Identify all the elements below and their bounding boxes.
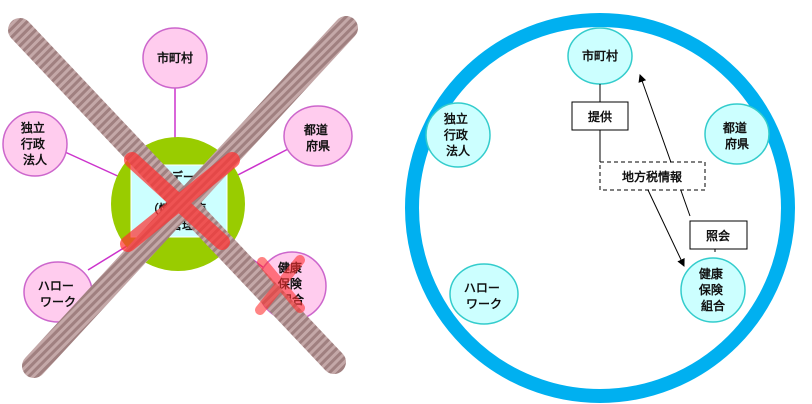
left-node-city-label: 市町村 xyxy=(157,50,193,65)
tax-info-box: 地方税情報 xyxy=(599,161,706,191)
right-node-agency: 独立 行政 法人 xyxy=(425,102,491,168)
right-node-city-label: 市町村 xyxy=(582,48,618,63)
left-node-city: 市町村 xyxy=(142,27,208,89)
red-cross-mark xyxy=(120,152,240,252)
connector-pref xyxy=(231,147,291,179)
right-node-hello-label: ハロー ワーク xyxy=(464,281,504,311)
left-node-agency: 独立 行政 法人 xyxy=(2,111,68,177)
right-node-health-label: 健康 保険 組合 xyxy=(698,266,727,313)
left-node-agency-label: 独立 行政 法人 xyxy=(20,120,49,167)
right-node-city: 市町村 xyxy=(567,27,633,85)
provide-box: 提供 xyxy=(571,101,629,131)
right-node-agency-label: 独立 行政 法人 xyxy=(443,111,472,158)
left-node-pref-label: 都道 府県 xyxy=(303,122,332,153)
left-node-hello-label: ハロー ワーク xyxy=(38,279,78,309)
right-node-pref: 都道 府県 xyxy=(704,103,770,165)
provide-label: 提供 xyxy=(588,109,612,124)
inquiry-box: 照会 xyxy=(689,220,748,250)
connector-agency xyxy=(64,151,123,179)
health-cross-mark xyxy=(255,255,305,315)
tax-info-label: 地方税情報 xyxy=(622,169,683,184)
provide-arrow xyxy=(647,189,685,267)
left-diagram: 市町村 都道 府県 独立 行政 法人 ハロー ワーク xyxy=(2,16,358,378)
right-node-hello: ハロー ワーク xyxy=(449,263,519,325)
right-node-health: 健康 保険 組合 xyxy=(680,257,746,323)
right-diagram: 市町村 都道 府県 独立 行政 法人 ハロー ワーク xyxy=(405,13,795,403)
right-node-pref-label: 都道 府県 xyxy=(722,120,751,151)
inquiry-arrow xyxy=(638,74,691,217)
left-node-pref: 都道 府県 xyxy=(283,105,353,167)
inquiry-label: 照会 xyxy=(706,228,731,243)
